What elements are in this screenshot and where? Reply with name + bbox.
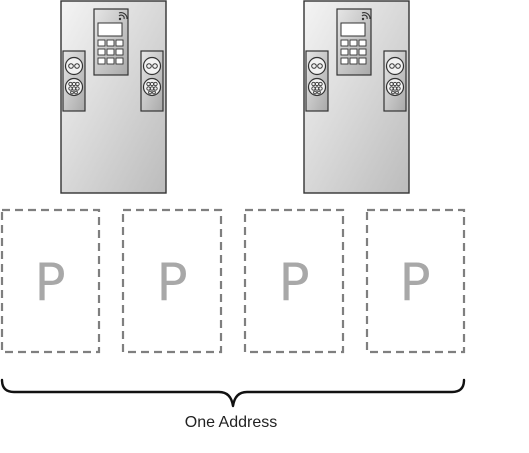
parking-spot-3: P <box>243 208 345 354</box>
charger-2 <box>304 1 409 193</box>
parking-label: P <box>278 253 309 313</box>
address-caption: One Address <box>184 414 278 431</box>
parking-label: P <box>34 253 65 313</box>
parking-spot-4: P <box>365 208 466 354</box>
parking-label: P <box>399 253 430 313</box>
parking-spot-2: P <box>121 208 223 354</box>
grouping-brace <box>0 378 466 408</box>
charger-1 <box>61 1 166 193</box>
parking-spot-1: P <box>0 208 101 354</box>
parking-label: P <box>156 253 187 313</box>
